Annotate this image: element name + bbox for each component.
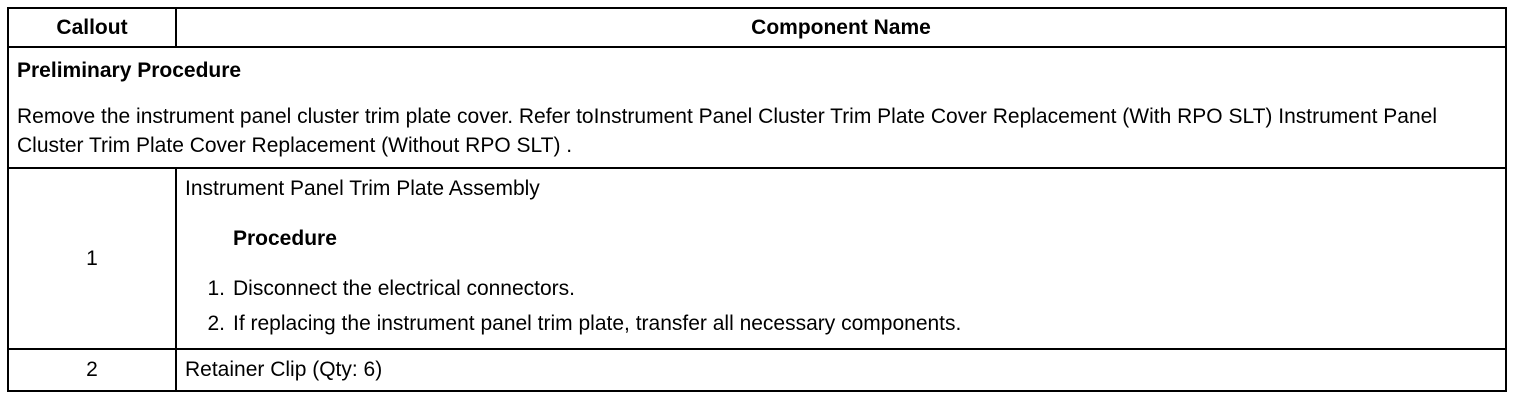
callout-header: Callout	[7, 7, 177, 48]
callout-cell: 1	[7, 167, 177, 350]
table-row: 1 Instrument Panel Trim Plate Assembly P…	[7, 167, 1507, 350]
component-name-cell: Instrument Panel Trim Plate Assembly Pro…	[175, 167, 1507, 350]
step-number: 1.	[207, 277, 225, 300]
step-text: If replacing the instrument panel trim p…	[233, 312, 962, 335]
component-name-header: Component Name	[175, 7, 1507, 48]
callout-cell: 2	[7, 348, 177, 392]
step-number: 2.	[207, 312, 225, 335]
component-table: Callout Component Name Preliminary Proce…	[7, 7, 1507, 392]
table-row: 2 Retainer Clip (Qty: 6)	[7, 348, 1507, 392]
component-name-cell: Retainer Clip (Qty: 6)	[175, 348, 1507, 392]
preliminary-heading: Preliminary Procedure	[17, 59, 242, 82]
preliminary-text: Remove the instrument panel cluster trim…	[17, 105, 1438, 157]
procedure-step: 1. Disconnect the electrical connectors.	[185, 271, 1497, 306]
procedure-steps: 1. Disconnect the electrical connectors.…	[185, 271, 1497, 341]
preliminary-cell: Preliminary Procedure Remove the instrum…	[7, 46, 1507, 169]
step-text: Disconnect the electrical connectors.	[233, 277, 575, 300]
procedure-step: 2. If replacing the instrument panel tri…	[185, 306, 1497, 341]
component-name: Instrument Panel Trim Plate Assembly	[185, 177, 540, 200]
header-row: Callout Component Name	[7, 7, 1507, 48]
procedure-heading: Procedure	[233, 227, 337, 250]
preliminary-row: Preliminary Procedure Remove the instrum…	[7, 46, 1507, 169]
